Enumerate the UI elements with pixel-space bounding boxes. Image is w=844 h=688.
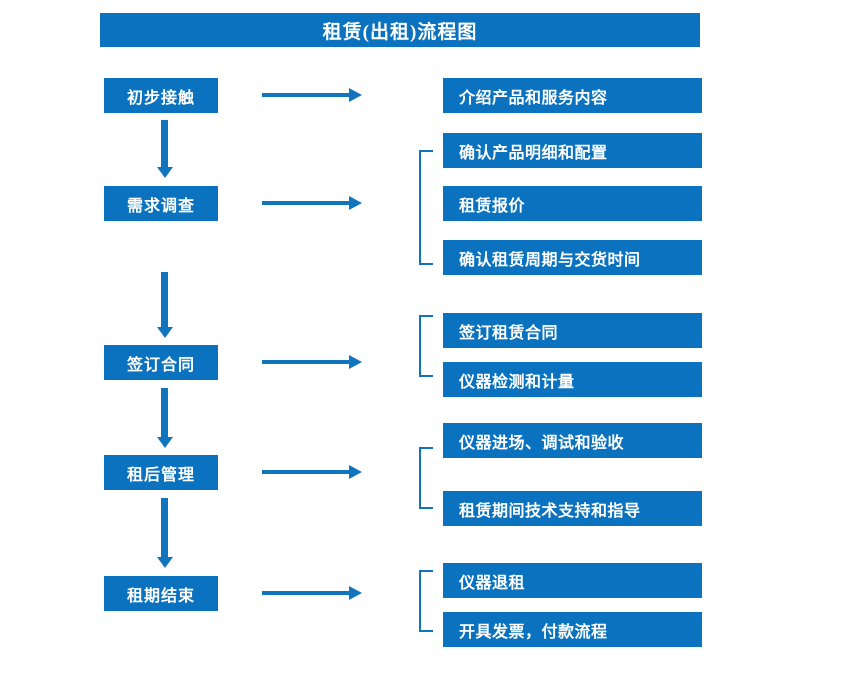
arrow-head [349,586,362,600]
detail-box-2[interactable]: 确认产品明细和配置 [443,133,702,168]
down-arrow-icon-4 [155,498,175,570]
arrow-shaft [262,93,351,97]
arrow-head [157,327,173,338]
right-arrow-icon-1 [262,88,362,102]
arrow-head [349,465,362,479]
detail-box-7[interactable]: 仪器进场、调试和验收 [443,423,702,458]
group-bracket-icon-management [419,447,433,509]
arrow-shaft [161,388,168,438]
detail-box-6[interactable]: 仪器检测和计量 [443,362,702,397]
arrow-shaft [161,498,168,558]
arrow-shaft [262,360,351,364]
detail-box-4[interactable]: 确认租赁周期与交货时间 [443,240,702,275]
detail-box-10[interactable]: 开具发票，付款流程 [443,612,702,647]
arrow-head [157,557,173,568]
detail-box-9[interactable]: 仪器退租 [443,563,702,598]
right-arrow-icon-3 [262,355,362,369]
right-arrow-icon-4 [262,465,362,479]
stage-box-4[interactable]: 租后管理 [104,455,218,490]
down-arrow-icon-1 [155,120,175,180]
right-arrow-icon-5 [262,586,362,600]
arrow-head [349,196,362,210]
detail-box-1[interactable]: 介绍产品和服务内容 [443,78,702,113]
stage-box-3[interactable]: 签订合同 [104,345,218,380]
arrow-head [349,88,362,102]
arrow-shaft [262,591,351,595]
right-arrow-icon-2 [262,196,362,210]
stage-box-1[interactable]: 初步接触 [104,78,218,113]
detail-box-8[interactable]: 租赁期间技术支持和指导 [443,491,702,526]
stage-box-5[interactable]: 租期结束 [104,576,218,611]
detail-box-3[interactable]: 租赁报价 [443,186,702,221]
page-title: 租赁(出租)流程图 [100,13,700,47]
arrow-shaft [161,120,168,168]
detail-box-5[interactable]: 签订租赁合同 [443,313,702,348]
arrow-shaft [262,201,351,205]
arrow-head [349,355,362,369]
arrow-head [157,437,173,448]
stage-box-2[interactable]: 需求调查 [104,186,218,221]
group-bracket-icon-needs [419,150,433,265]
down-arrow-icon-2 [155,272,175,340]
arrow-shaft [161,272,168,328]
down-arrow-icon-3 [155,388,175,450]
arrow-shaft [262,470,351,474]
group-bracket-icon-contract [419,315,433,377]
arrow-head [157,167,173,178]
group-bracket-icon-end [419,570,433,632]
